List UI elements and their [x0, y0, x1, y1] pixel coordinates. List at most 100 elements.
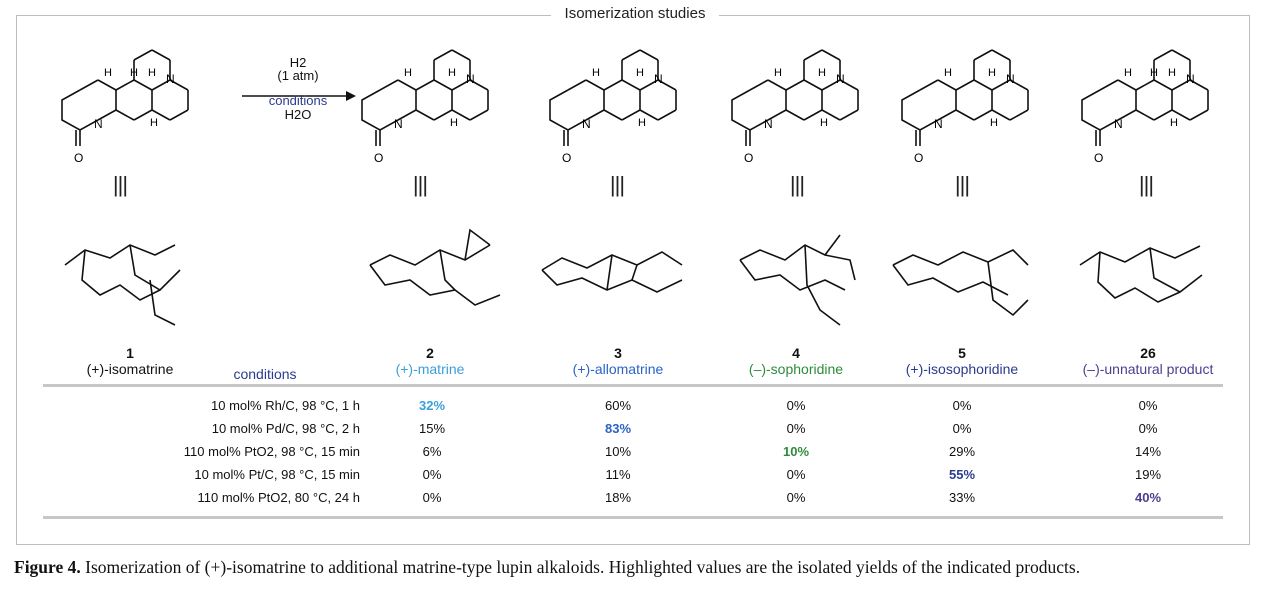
caption-label: Figure 4. [14, 557, 81, 577]
svg-text:N: N [94, 117, 103, 131]
yield-cell: 60% [604, 398, 632, 413]
compound-name: (+)-matrine [395, 361, 465, 377]
svg-text:H: H [404, 67, 412, 79]
table-bottom-rule [43, 516, 1223, 519]
svg-text:H: H [1168, 67, 1176, 79]
yield-cell: 0% [422, 490, 442, 505]
structure-3d-4 [739, 234, 856, 326]
structure-3d-26 [1079, 245, 1203, 303]
yield-cell: 55% [948, 467, 976, 482]
yield-cell: 14% [1134, 444, 1162, 459]
yield-cell: 6% [422, 444, 442, 459]
structure-3d-5 [892, 249, 1029, 317]
svg-text:N: N [836, 72, 845, 86]
row-conditions: 10 mol% Pd/C, 98 °C, 2 h [211, 421, 360, 436]
svg-text:H: H [638, 117, 646, 129]
compound-number: 4 [792, 345, 800, 361]
figure-caption: Figure 4. Isomerization of (+)-isomatrin… [14, 556, 1250, 579]
yield-cell: 0% [786, 490, 806, 505]
reaction-conditions: H2 (1 atm) conditions H2O [268, 55, 328, 122]
svg-text:N: N [1114, 117, 1123, 131]
yield-cell: 0% [952, 398, 972, 413]
row-conditions: 10 mol% Pt/C, 98 °C, 15 min [194, 467, 360, 482]
svg-text:H: H [1170, 117, 1178, 129]
svg-text:H: H [988, 67, 996, 79]
yield-cell: 11% [605, 467, 631, 482]
yield-cell: 0% [786, 467, 806, 482]
yield-cell: 40% [1134, 490, 1162, 505]
yield-cell: 10% [782, 444, 810, 459]
svg-text:N: N [764, 117, 773, 131]
yield-cell: 0% [952, 421, 972, 436]
svg-text:H: H [774, 67, 782, 79]
yield-cell: 15% [418, 421, 446, 436]
equivalence-1: ||| [112, 172, 128, 197]
svg-text:H: H [130, 67, 138, 79]
yield-cell: 0% [422, 467, 442, 482]
yield-cell: 83% [604, 421, 632, 436]
svg-text:N: N [1186, 72, 1195, 86]
svg-text:H: H [1150, 67, 1158, 79]
compound-name: (+)-isomatrine [86, 361, 174, 377]
svg-text:N: N [466, 72, 475, 86]
svg-text:H: H [944, 67, 952, 79]
svg-text:O: O [374, 151, 383, 165]
yield-cell: 0% [786, 421, 806, 436]
equivalence-3: ||| [609, 172, 625, 197]
yield-cell: 29% [948, 444, 976, 459]
equivalence-5: ||| [954, 172, 970, 197]
svg-text:O: O [744, 151, 753, 165]
yield-cell: 33% [948, 490, 976, 505]
caption-text: Isomerization of (+)-isomatrine to addit… [85, 557, 1081, 577]
svg-text:O: O [74, 151, 83, 165]
compound-number: 2 [426, 345, 434, 361]
svg-text:H: H [1124, 67, 1132, 79]
yield-cell: 32% [418, 398, 446, 413]
compound-3-label: 3 (+)-allomatrine [548, 345, 688, 377]
svg-text:N: N [1006, 72, 1015, 86]
svg-text:N: N [394, 117, 403, 131]
compound-name: (+)-allomatrine [572, 361, 664, 377]
compound-26-label: 26 (–)-unnatural product [1058, 345, 1238, 377]
svg-text:H: H [818, 67, 826, 79]
svg-text:N: N [582, 117, 591, 131]
compound-name: (–)-sophoridine [748, 361, 844, 377]
yield-cell: 0% [786, 398, 806, 413]
yield-cell: 18% [604, 490, 632, 505]
svg-text:N: N [166, 72, 175, 86]
svg-text:N: N [934, 117, 943, 131]
svg-text:H: H [592, 67, 600, 79]
svg-text:H: H [104, 67, 112, 79]
svg-text:H: H [448, 67, 456, 79]
yield-cell: 19% [1134, 467, 1162, 482]
svg-text:O: O [562, 151, 571, 165]
structure-3d-1 [64, 244, 181, 326]
compound-name: (–)-unnatural product [1082, 361, 1214, 377]
svg-text:O: O [914, 151, 923, 165]
compound-5-label: 5 (+)-isosophoridine [882, 345, 1042, 377]
conditions-header: conditions [233, 366, 297, 382]
equivalence-4: ||| [789, 172, 805, 197]
compound-number: 26 [1140, 345, 1156, 361]
svg-text:N: N [654, 72, 663, 86]
svg-text:H: H [148, 67, 156, 79]
compound-number: 5 [958, 345, 966, 361]
compound-4-label: 4 (–)-sophoridine [726, 345, 866, 377]
figure-box-title: Isomerization studies [0, 5, 1270, 22]
table-top-rule [43, 384, 1223, 387]
compound-number: 1 [126, 345, 134, 361]
svg-text:O: O [1094, 151, 1103, 165]
svg-text:H: H [150, 117, 158, 129]
yield-cell: 10% [604, 444, 632, 459]
structure-3d-2 [369, 228, 501, 306]
compound-number: 3 [614, 345, 622, 361]
yield-cell: 0% [1138, 398, 1158, 413]
compound-name: (+)-isosophoridine [905, 361, 1019, 377]
